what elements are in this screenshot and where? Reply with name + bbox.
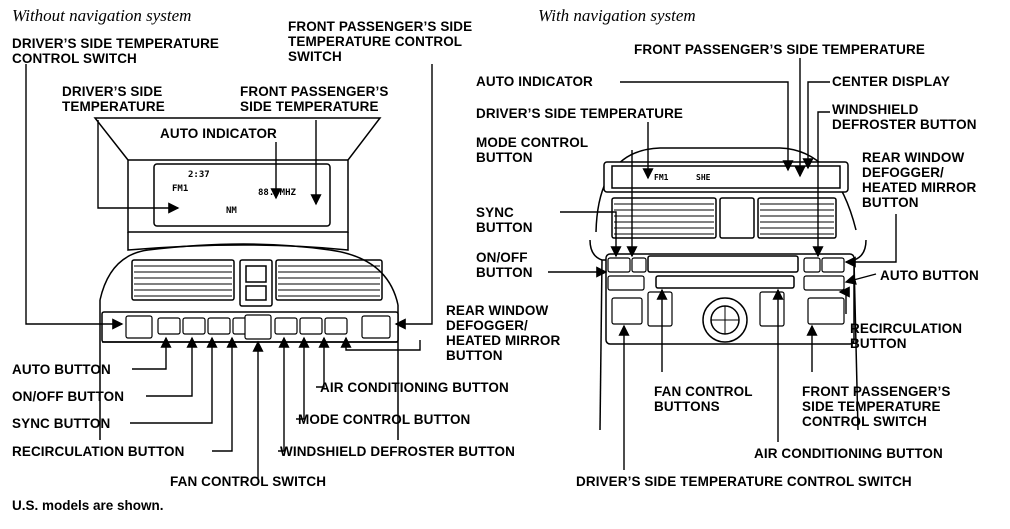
- label-r-windshield-defroster: WINDSHIELD DEFROSTER BUTTON: [832, 102, 977, 132]
- label-r-recirculation: RECIRCULATION BUTTON: [850, 321, 963, 351]
- left-display-freq: 88.7MHZ: [258, 188, 296, 198]
- left-display-clock: 2:37: [188, 170, 210, 180]
- label-r-center-display: CENTER DISPLAY: [832, 74, 950, 89]
- label-r-rear-defogger: REAR WINDOW DEFOGGER/ HEATED MIRROR BUTT…: [862, 150, 977, 210]
- right-display-freq: SHE: [696, 173, 711, 182]
- label-sync-button: SYNC BUTTON: [12, 416, 111, 431]
- label-r-front-pass-temp: FRONT PASSENGER’S SIDE TEMPERATURE: [634, 42, 925, 57]
- footnote: U.S. models are shown.: [12, 498, 164, 513]
- label-recirculation-button: RECIRCULATION BUTTON: [12, 444, 185, 459]
- label-r-drivers-temp: DRIVER’S SIDE TEMPERATURE: [476, 106, 684, 121]
- label-front-pass-temp-switch: FRONT PASSENGER’S SIDE TEMPERATURE CONTR…: [288, 19, 473, 64]
- label-mode-control: MODE CONTROL BUTTON: [298, 412, 471, 427]
- left-display-band: FM1: [172, 184, 189, 194]
- left-display-aux: NM: [226, 206, 237, 216]
- right-display-band: FM1: [654, 173, 669, 182]
- label-r-on-off-button: ON/OFF BUTTON: [476, 250, 533, 280]
- label-rear-defogger: REAR WINDOW DEFOGGER/ HEATED MIRROR BUTT…: [446, 303, 561, 363]
- left-header: Without navigation system: [12, 6, 192, 25]
- label-r-auto-indicator: AUTO INDICATOR: [476, 74, 593, 89]
- label-r-drivers-temp-switch: DRIVER’S SIDE TEMPERATURE CONTROL SWITCH: [576, 474, 912, 489]
- label-r-front-pass-temp-switch: FRONT PASSENGER’S SIDE TEMPERATURE CONTR…: [802, 384, 951, 429]
- label-air-conditioning: AIR CONDITIONING BUTTON: [320, 380, 509, 395]
- label-drivers-temp-switch: DRIVER’S SIDE TEMPERATURE CONTROL SWITCH: [12, 36, 220, 66]
- label-on-off-button: ON/OFF BUTTON: [12, 389, 125, 404]
- label-windshield-defroster: WINDSHIELD DEFROSTER BUTTON: [280, 444, 515, 459]
- label-r-sync-button: SYNC BUTTON: [476, 205, 533, 235]
- label-fan-control-switch: FAN CONTROL SWITCH: [170, 474, 327, 489]
- label-drivers-temp: DRIVER’S SIDE TEMPERATURE: [62, 84, 165, 114]
- label-r-air-conditioning: AIR CONDITIONING BUTTON: [754, 446, 943, 461]
- label-auto-button: AUTO BUTTON: [12, 362, 111, 377]
- right-header: With navigation system: [538, 6, 696, 25]
- label-front-pass-temp: FRONT PASSENGER’S SIDE TEMPERATURE: [240, 84, 389, 114]
- label-r-auto-button: AUTO BUTTON: [880, 268, 979, 283]
- label-r-fan-control-buttons: FAN CONTROL BUTTONS: [654, 384, 753, 414]
- label-auto-indicator: AUTO INDICATOR: [160, 126, 277, 141]
- label-r-mode-control: MODE CONTROL BUTTON: [476, 135, 589, 165]
